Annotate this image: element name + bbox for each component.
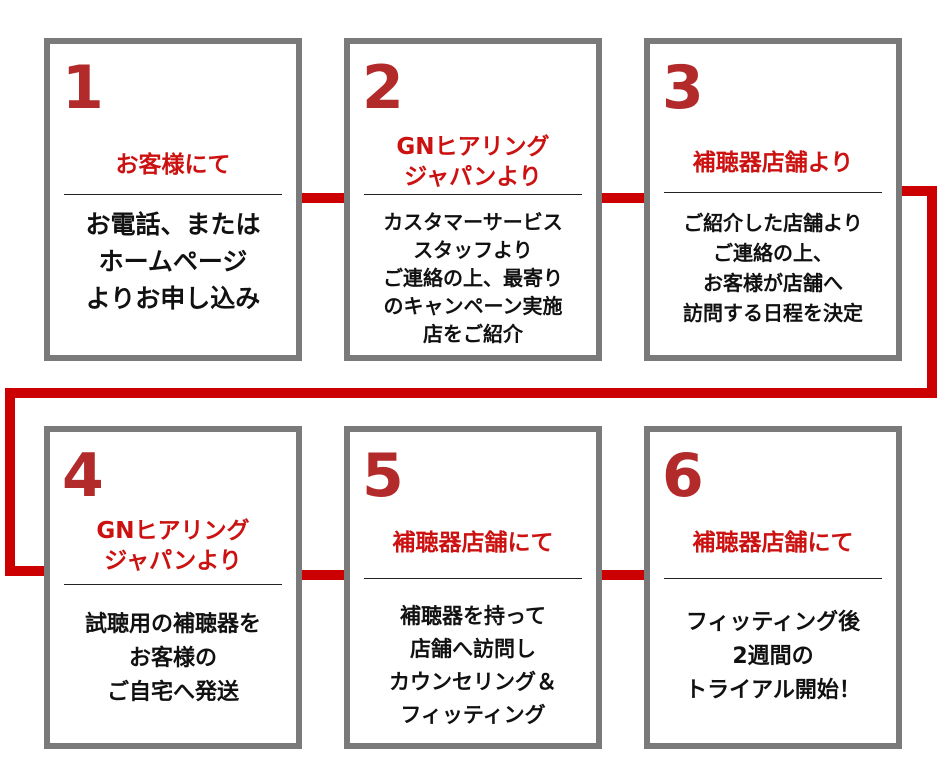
step-number: 6 [662, 441, 704, 511]
step-description: ご紹介した店舗より ご連絡の上、 お客様が店舗へ 訪問する日程を決定 [683, 211, 863, 325]
step-title: 補聴器店舗にて [392, 530, 554, 556]
step-title: GNヒアリング ジャパンより [396, 134, 550, 190]
step-card-1: 1 お客様にて お電話、または ホームページ よりお申し込み [44, 38, 302, 361]
step-description: お電話、または ホームページ よりお申し込み [85, 210, 261, 313]
step-description: 試聴用の補聴器を お客様の ご自宅へ発送 [84, 612, 261, 705]
connector-left-down [5, 388, 15, 576]
connector-3-right [895, 186, 937, 196]
step-number: 5 [362, 441, 404, 511]
connector-4-5 [296, 570, 352, 580]
step-divider [64, 194, 282, 195]
step-card-2: 2 GNヒアリング ジャパンより カスタマーサービス スタッフより ご連絡の上、… [344, 38, 602, 361]
step-description: 補聴器を持って 店舗へ訪問し カウンセリング＆ フィッティング [389, 604, 557, 727]
connector-group [5, 186, 937, 580]
step-title: 補聴器店舗より [692, 150, 854, 176]
step-divider [664, 578, 882, 579]
connector-right-down [927, 186, 937, 398]
step-description: カスタマーサービス スタッフより ご連絡の上、最寄り のキャンペーン実施 店をご… [383, 210, 563, 346]
connector-left-to-4 [5, 566, 50, 576]
step-divider [664, 192, 882, 193]
step-number: 4 [62, 441, 104, 511]
step-divider [64, 584, 282, 585]
step-card-4: 4 GNヒアリング ジャパンより 試聴用の補聴器を お客様の ご自宅へ発送 [44, 426, 302, 749]
connector-1-2 [296, 193, 352, 203]
step-card-6: 6 補聴器店舗にて フィッティング後 2週間の トライアル開始！ [644, 426, 902, 749]
step-title: お客様にて [115, 152, 231, 178]
connector-5-6 [596, 570, 652, 580]
step-title: GNヒアリング ジャパンより [96, 518, 250, 574]
step-number: 2 [362, 53, 404, 123]
step-divider [364, 578, 582, 579]
step-number: 3 [662, 53, 704, 123]
connector-row-link [5, 388, 937, 398]
step-description: フィッティング後 2週間の トライアル開始！ [685, 610, 861, 703]
connector-2-3 [596, 193, 652, 203]
step-title: 補聴器店舗にて [692, 530, 854, 556]
step-card-5: 5 補聴器店舗にて 補聴器を持って 店舗へ訪問し カウンセリング＆ フィッティン… [344, 426, 602, 749]
step-divider [364, 194, 582, 195]
step-card-3: 3 補聴器店舗より ご紹介した店舗より ご連絡の上、 お客様が店舗へ 訪問する日… [644, 38, 902, 361]
step-number: 1 [62, 53, 104, 123]
